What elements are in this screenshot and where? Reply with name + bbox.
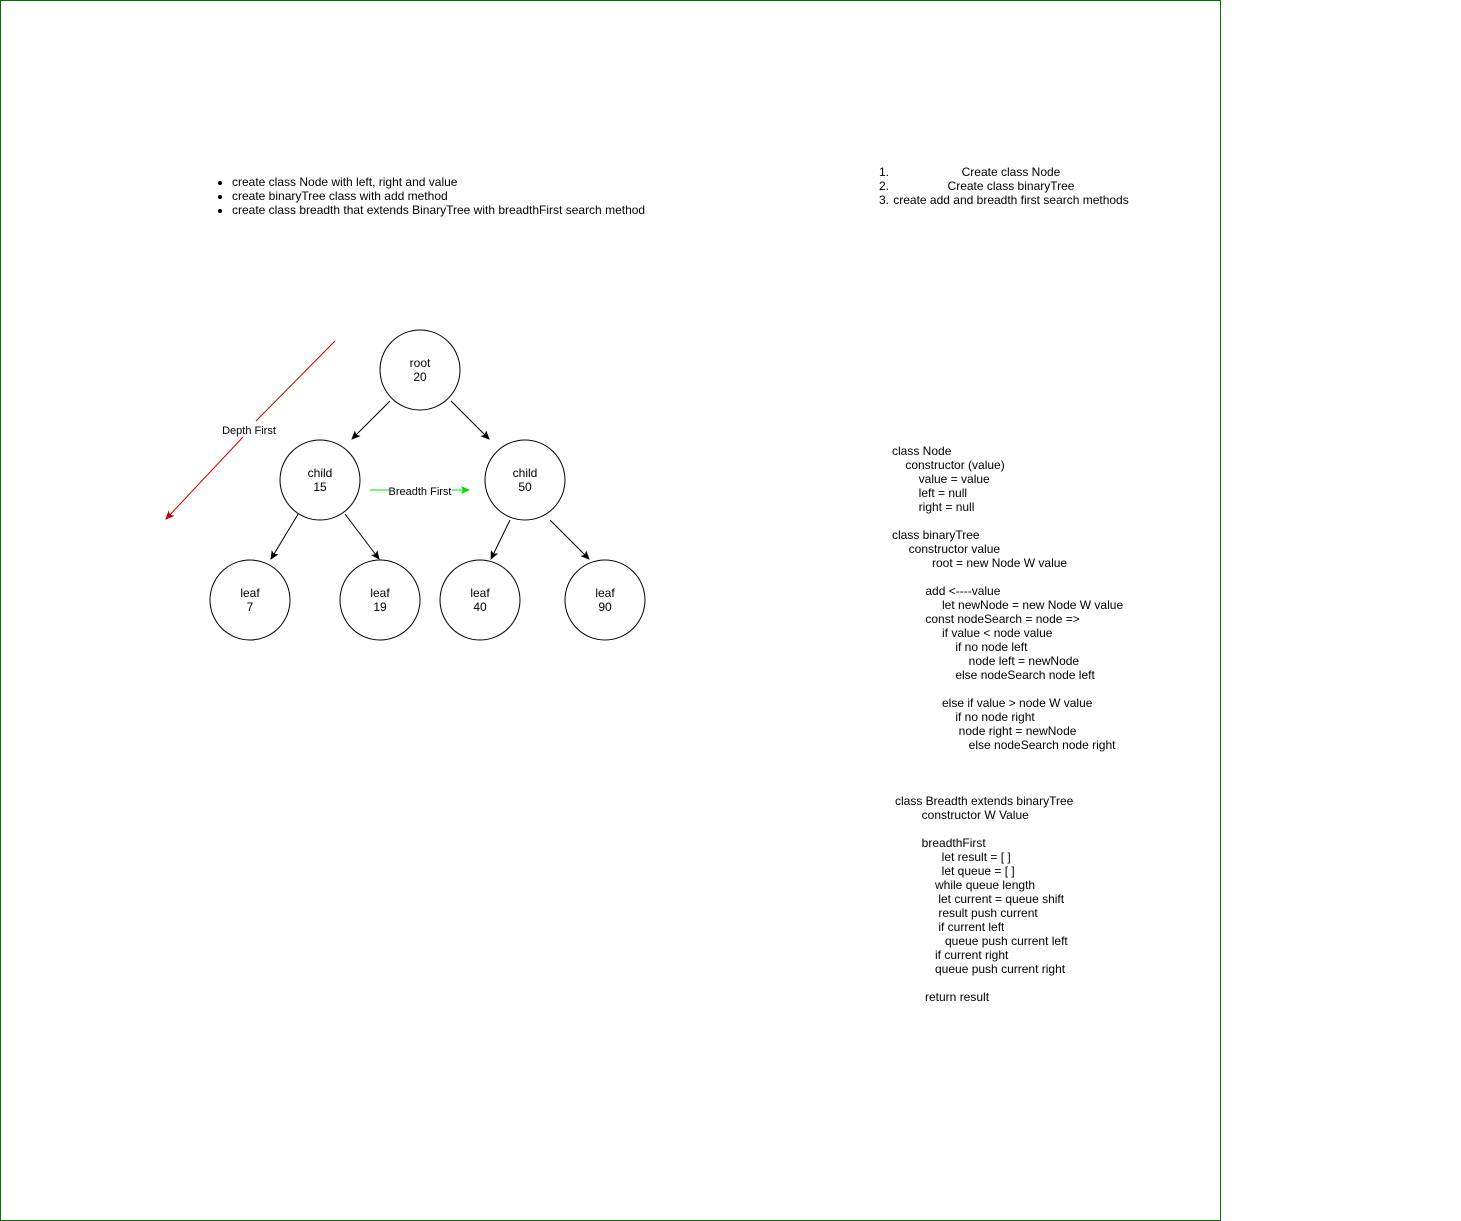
tree-edge-child15-leaf19 xyxy=(344,513,380,560)
code-line: add <----value xyxy=(892,584,1001,598)
code-line: node right = newNode xyxy=(892,724,1077,738)
depth-first-label: Depth First xyxy=(222,425,276,437)
node-label: child xyxy=(513,466,538,480)
tree-edge-child50-leaf40 xyxy=(490,519,511,560)
bullet-item: create class breadth that extends Binary… xyxy=(232,203,645,217)
code-line: else nodeSearch node right xyxy=(892,738,1116,752)
code-line: return result xyxy=(895,990,990,1004)
step-number: 2. xyxy=(879,179,890,193)
numbered-steps-list: 1. Create class Node 2. Create class bin… xyxy=(879,165,1129,207)
code-line: value = value xyxy=(892,472,990,486)
node-value: 40 xyxy=(473,600,487,614)
requirements-bullet-list: create class Node with left, right and v… xyxy=(214,175,645,217)
breadth-first-label: Breadth First xyxy=(389,486,452,498)
step-item: 2. Create class binaryTree xyxy=(879,179,1129,193)
node-value: 20 xyxy=(413,370,427,384)
code-line: if current right xyxy=(895,948,1009,962)
breadth-first-arrow: Breadth First xyxy=(370,486,470,498)
code-line: else if value > node W value xyxy=(892,696,1093,710)
node-label: leaf xyxy=(470,586,490,600)
node-circle xyxy=(379,329,461,411)
code-line: while queue length xyxy=(895,878,1036,892)
node-circle xyxy=(339,559,421,641)
tree-edges xyxy=(270,400,590,560)
tree-edge-child50-leaf90 xyxy=(549,519,590,560)
code-line: if value < node value xyxy=(892,626,1053,640)
tree-nodes: root20child15child50leaf7leaf19leaf40lea… xyxy=(209,329,646,641)
code-line: result push current xyxy=(895,906,1038,920)
node-label: leaf xyxy=(370,586,390,600)
node-value: 7 xyxy=(247,600,254,614)
node-label: leaf xyxy=(595,586,615,600)
node-value: 90 xyxy=(598,600,612,614)
code-line: let newNode = new Node W value xyxy=(892,598,1124,612)
code-line: else nodeSearch node left xyxy=(892,668,1095,682)
code-line: constructor (value) xyxy=(892,458,1005,472)
node-value: 50 xyxy=(518,480,532,494)
code-line: if no node right xyxy=(892,710,1035,724)
step-number: 1. xyxy=(879,165,890,179)
node-circle xyxy=(279,439,361,521)
code-line: constructor value xyxy=(892,542,1001,556)
code-line: queue push current left xyxy=(895,934,1068,948)
bullet-item: create binaryTree class with add method xyxy=(232,189,645,203)
tree-edge-root-child15 xyxy=(351,400,391,440)
node-label: root xyxy=(410,356,431,370)
code-line: class Node xyxy=(892,444,952,458)
node-circle xyxy=(484,439,566,521)
code-line: breadthFirst xyxy=(895,836,986,850)
step-text: create add and breadth first search meth… xyxy=(893,193,1129,207)
node-label: child xyxy=(308,466,333,480)
code-line: class Breadth extends binaryTree xyxy=(895,794,1074,808)
step-number: 3. xyxy=(879,193,890,207)
tree-edge-child15-leaf7 xyxy=(270,510,301,560)
code-line: if no node left xyxy=(892,640,1028,654)
step-item: 1. Create class Node xyxy=(879,165,1129,179)
code-line: class binaryTree xyxy=(892,528,980,542)
code-line: let current = queue shift xyxy=(895,892,1065,906)
tree-edge-root-child50 xyxy=(450,400,490,440)
code-line: const nodeSearch = node => xyxy=(892,612,1080,626)
code-line: if current left xyxy=(895,920,1005,934)
code-line: node left = newNode xyxy=(892,654,1080,668)
node-circle xyxy=(564,559,646,641)
node-label: leaf xyxy=(240,586,260,600)
node-circle xyxy=(209,559,291,641)
node-value: 15 xyxy=(313,480,327,494)
depth-first-arrow: Depth First xyxy=(165,340,336,520)
code-line: constructor W Value xyxy=(895,808,1029,822)
step-item: 3. create add and breadth first search m… xyxy=(879,193,1129,207)
code-line: let result = [ ] xyxy=(895,850,1011,864)
code-line: left = null xyxy=(892,486,968,500)
step-text: Create class Node xyxy=(961,165,1061,179)
code-line: right = null xyxy=(892,500,975,514)
code-line: root = new Node W value xyxy=(892,556,1068,570)
step-text: Create class binaryTree xyxy=(947,179,1075,193)
bullet-item: create class Node with left, right and v… xyxy=(232,175,645,189)
code-line: queue push current right xyxy=(895,962,1066,976)
code-line: let queue = [ ] xyxy=(895,864,1015,878)
node-value: 19 xyxy=(373,600,387,614)
node-circle xyxy=(439,559,521,641)
